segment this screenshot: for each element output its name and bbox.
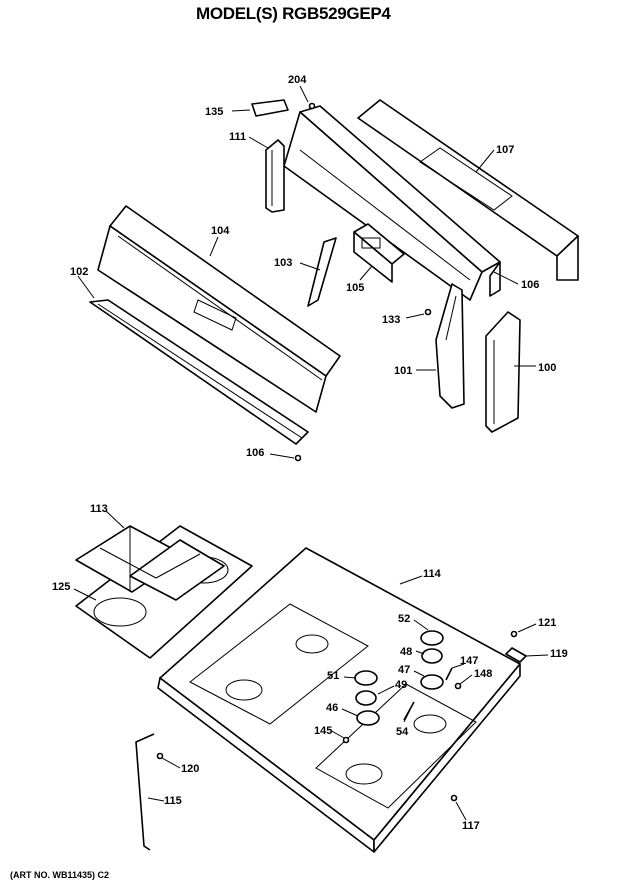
part-52-burner-cap bbox=[420, 630, 444, 646]
part-101-side-bracket bbox=[435, 283, 465, 409]
part-103-bracket bbox=[307, 237, 337, 307]
part-133-screw bbox=[424, 308, 432, 316]
part-148-screw bbox=[454, 682, 462, 690]
art-number: (ART NO. WB11435) C2 bbox=[10, 870, 110, 880]
part-106-screw bbox=[294, 454, 302, 462]
callout-133: 133 bbox=[382, 314, 400, 326]
part-100-side-panel bbox=[485, 311, 521, 433]
callout-119: 119 bbox=[550, 648, 568, 660]
part-135-bracket bbox=[251, 99, 289, 117]
callout-145: 145 bbox=[314, 725, 332, 737]
part-49-burner-cap bbox=[355, 690, 377, 706]
callout-51: 51 bbox=[327, 670, 339, 682]
callout-114: 114 bbox=[423, 568, 442, 580]
callout-101: 101 bbox=[394, 365, 412, 377]
callout-102: 102 bbox=[70, 266, 88, 278]
part-147-igniter bbox=[445, 667, 453, 681]
part-145-screw bbox=[342, 736, 350, 744]
part-113-grate-top bbox=[75, 525, 225, 601]
callout-125: 125 bbox=[52, 581, 70, 593]
callout-135: 135 bbox=[205, 106, 223, 118]
part-48-burner-cap bbox=[421, 648, 443, 664]
callout-113: 113 bbox=[90, 503, 108, 515]
callout-52: 52 bbox=[398, 613, 410, 625]
part-46-burner-head bbox=[356, 710, 380, 726]
callout-121: 121 bbox=[538, 617, 556, 629]
callout-111: 111 bbox=[229, 131, 246, 143]
part-121-screw bbox=[510, 630, 518, 638]
part-114-cooktop bbox=[157, 547, 521, 853]
callout-103: 103 bbox=[274, 257, 292, 269]
callout-115: 115 bbox=[164, 795, 182, 807]
part-105-clock-timer bbox=[353, 223, 405, 283]
callout-147: 147 bbox=[460, 655, 478, 667]
callout-204: 204 bbox=[288, 74, 307, 86]
part-204-screw bbox=[308, 102, 316, 110]
part-115-support-rod bbox=[135, 733, 155, 851]
part-51-burner-cap bbox=[354, 670, 378, 686]
callout-148: 148 bbox=[474, 668, 492, 680]
diagram-title: MODEL(S) RGB529GEP4 bbox=[196, 4, 391, 23]
callout-117: 117 bbox=[462, 820, 480, 832]
callout-106-lower: 106 bbox=[246, 447, 264, 459]
callout-105: 105 bbox=[346, 282, 364, 294]
part-120-clip bbox=[156, 752, 164, 760]
part-117-screw bbox=[450, 794, 458, 802]
callout-54: 54 bbox=[396, 726, 409, 738]
callout-48: 48 bbox=[400, 646, 412, 658]
part-47-burner-head bbox=[420, 674, 444, 690]
part-111-end-bracket bbox=[265, 139, 285, 213]
callout-49: 49 bbox=[395, 679, 407, 691]
callout-100: 100 bbox=[538, 362, 556, 374]
callout-107: 107 bbox=[496, 144, 514, 156]
callout-106-upper: 106 bbox=[521, 279, 539, 291]
part-104-control-panel bbox=[97, 205, 341, 413]
leader-lines bbox=[73, 85, 549, 821]
callout-104: 104 bbox=[211, 225, 230, 237]
part-106-backguard-frame bbox=[283, 105, 501, 301]
callout-46: 46 bbox=[326, 702, 338, 714]
callout-47: 47 bbox=[398, 664, 410, 676]
part-107-backguard-cover bbox=[357, 99, 579, 281]
part-102-trim-strip bbox=[89, 299, 309, 445]
callout-120: 120 bbox=[181, 763, 199, 775]
